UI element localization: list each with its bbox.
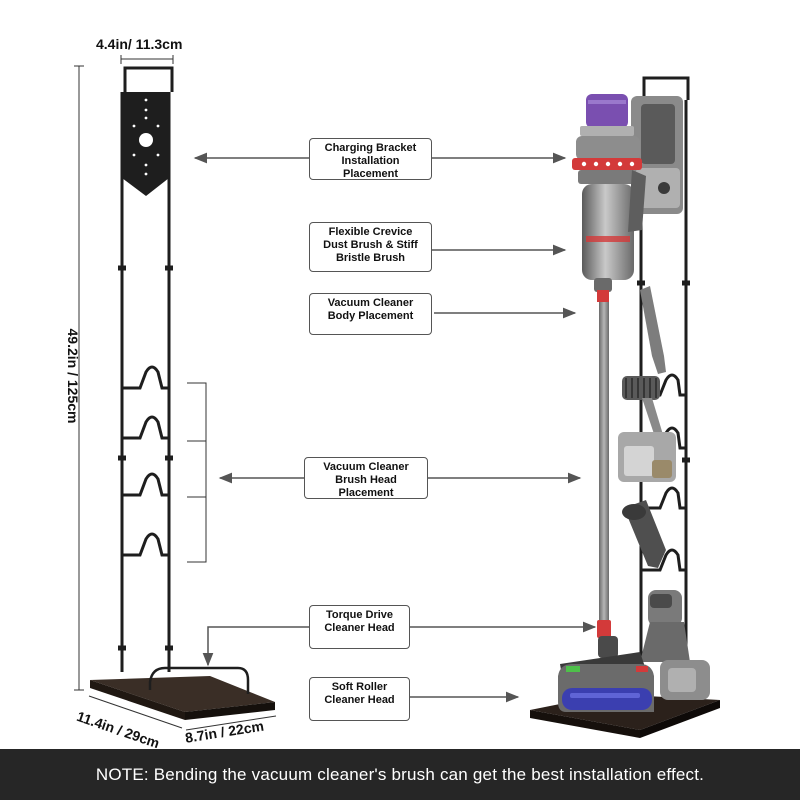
width-dimension-label: 4.4in/ 11.3cm [96, 36, 183, 52]
callout-body-placement: Vacuum Cleaner Body Placement [309, 293, 432, 335]
callout-line: Vacuum Cleaner [323, 461, 409, 473]
callout-charging-bracket: Charging Bracket Installation Placement [309, 138, 432, 180]
callout-line: Charging Bracket [324, 142, 417, 154]
empty-stand-drawing [118, 66, 174, 672]
callout-line: Brush Head Placement [335, 474, 397, 499]
callout-line: Torque Drive [325, 609, 394, 621]
callout-line: Dust Brush & Stiff [323, 239, 418, 251]
callout-line: Soft Roller [331, 681, 388, 693]
callout-line: Bristle Brush [335, 252, 406, 264]
callout-soft-roller: Soft Roller Cleaner Head [309, 677, 410, 721]
callout-line: Cleaner Head [324, 694, 395, 706]
callout-brush-head: Vacuum Cleaner Brush Head Placement [304, 457, 428, 499]
note-text: NOTE: Bending the vacuum cleaner's brush… [95, 764, 705, 784]
callout-line: Installation Placement [341, 155, 400, 180]
empty-stand-base [90, 666, 275, 720]
vacuum-cleaner [558, 94, 654, 712]
callout-line: Flexible Crevice [328, 226, 413, 238]
height-dimension-label: 49.2in / 125cm [65, 328, 81, 424]
callout-crevice-brush: Flexible Crevice Dust Brush & Stiff Bris… [309, 222, 432, 272]
callout-arrows [193, 152, 597, 703]
callout-line: Vacuum Cleaner [327, 297, 414, 309]
callout-line: Cleaner Head [324, 622, 395, 634]
callout-torque-drive: Torque Drive Cleaner Head [309, 605, 410, 649]
stand-accessories [618, 286, 710, 700]
dimension-lines [74, 55, 277, 731]
note-bar: NOTE: Bending the vacuum cleaner's brush… [0, 749, 800, 800]
callout-line: Body Placement [327, 310, 414, 322]
